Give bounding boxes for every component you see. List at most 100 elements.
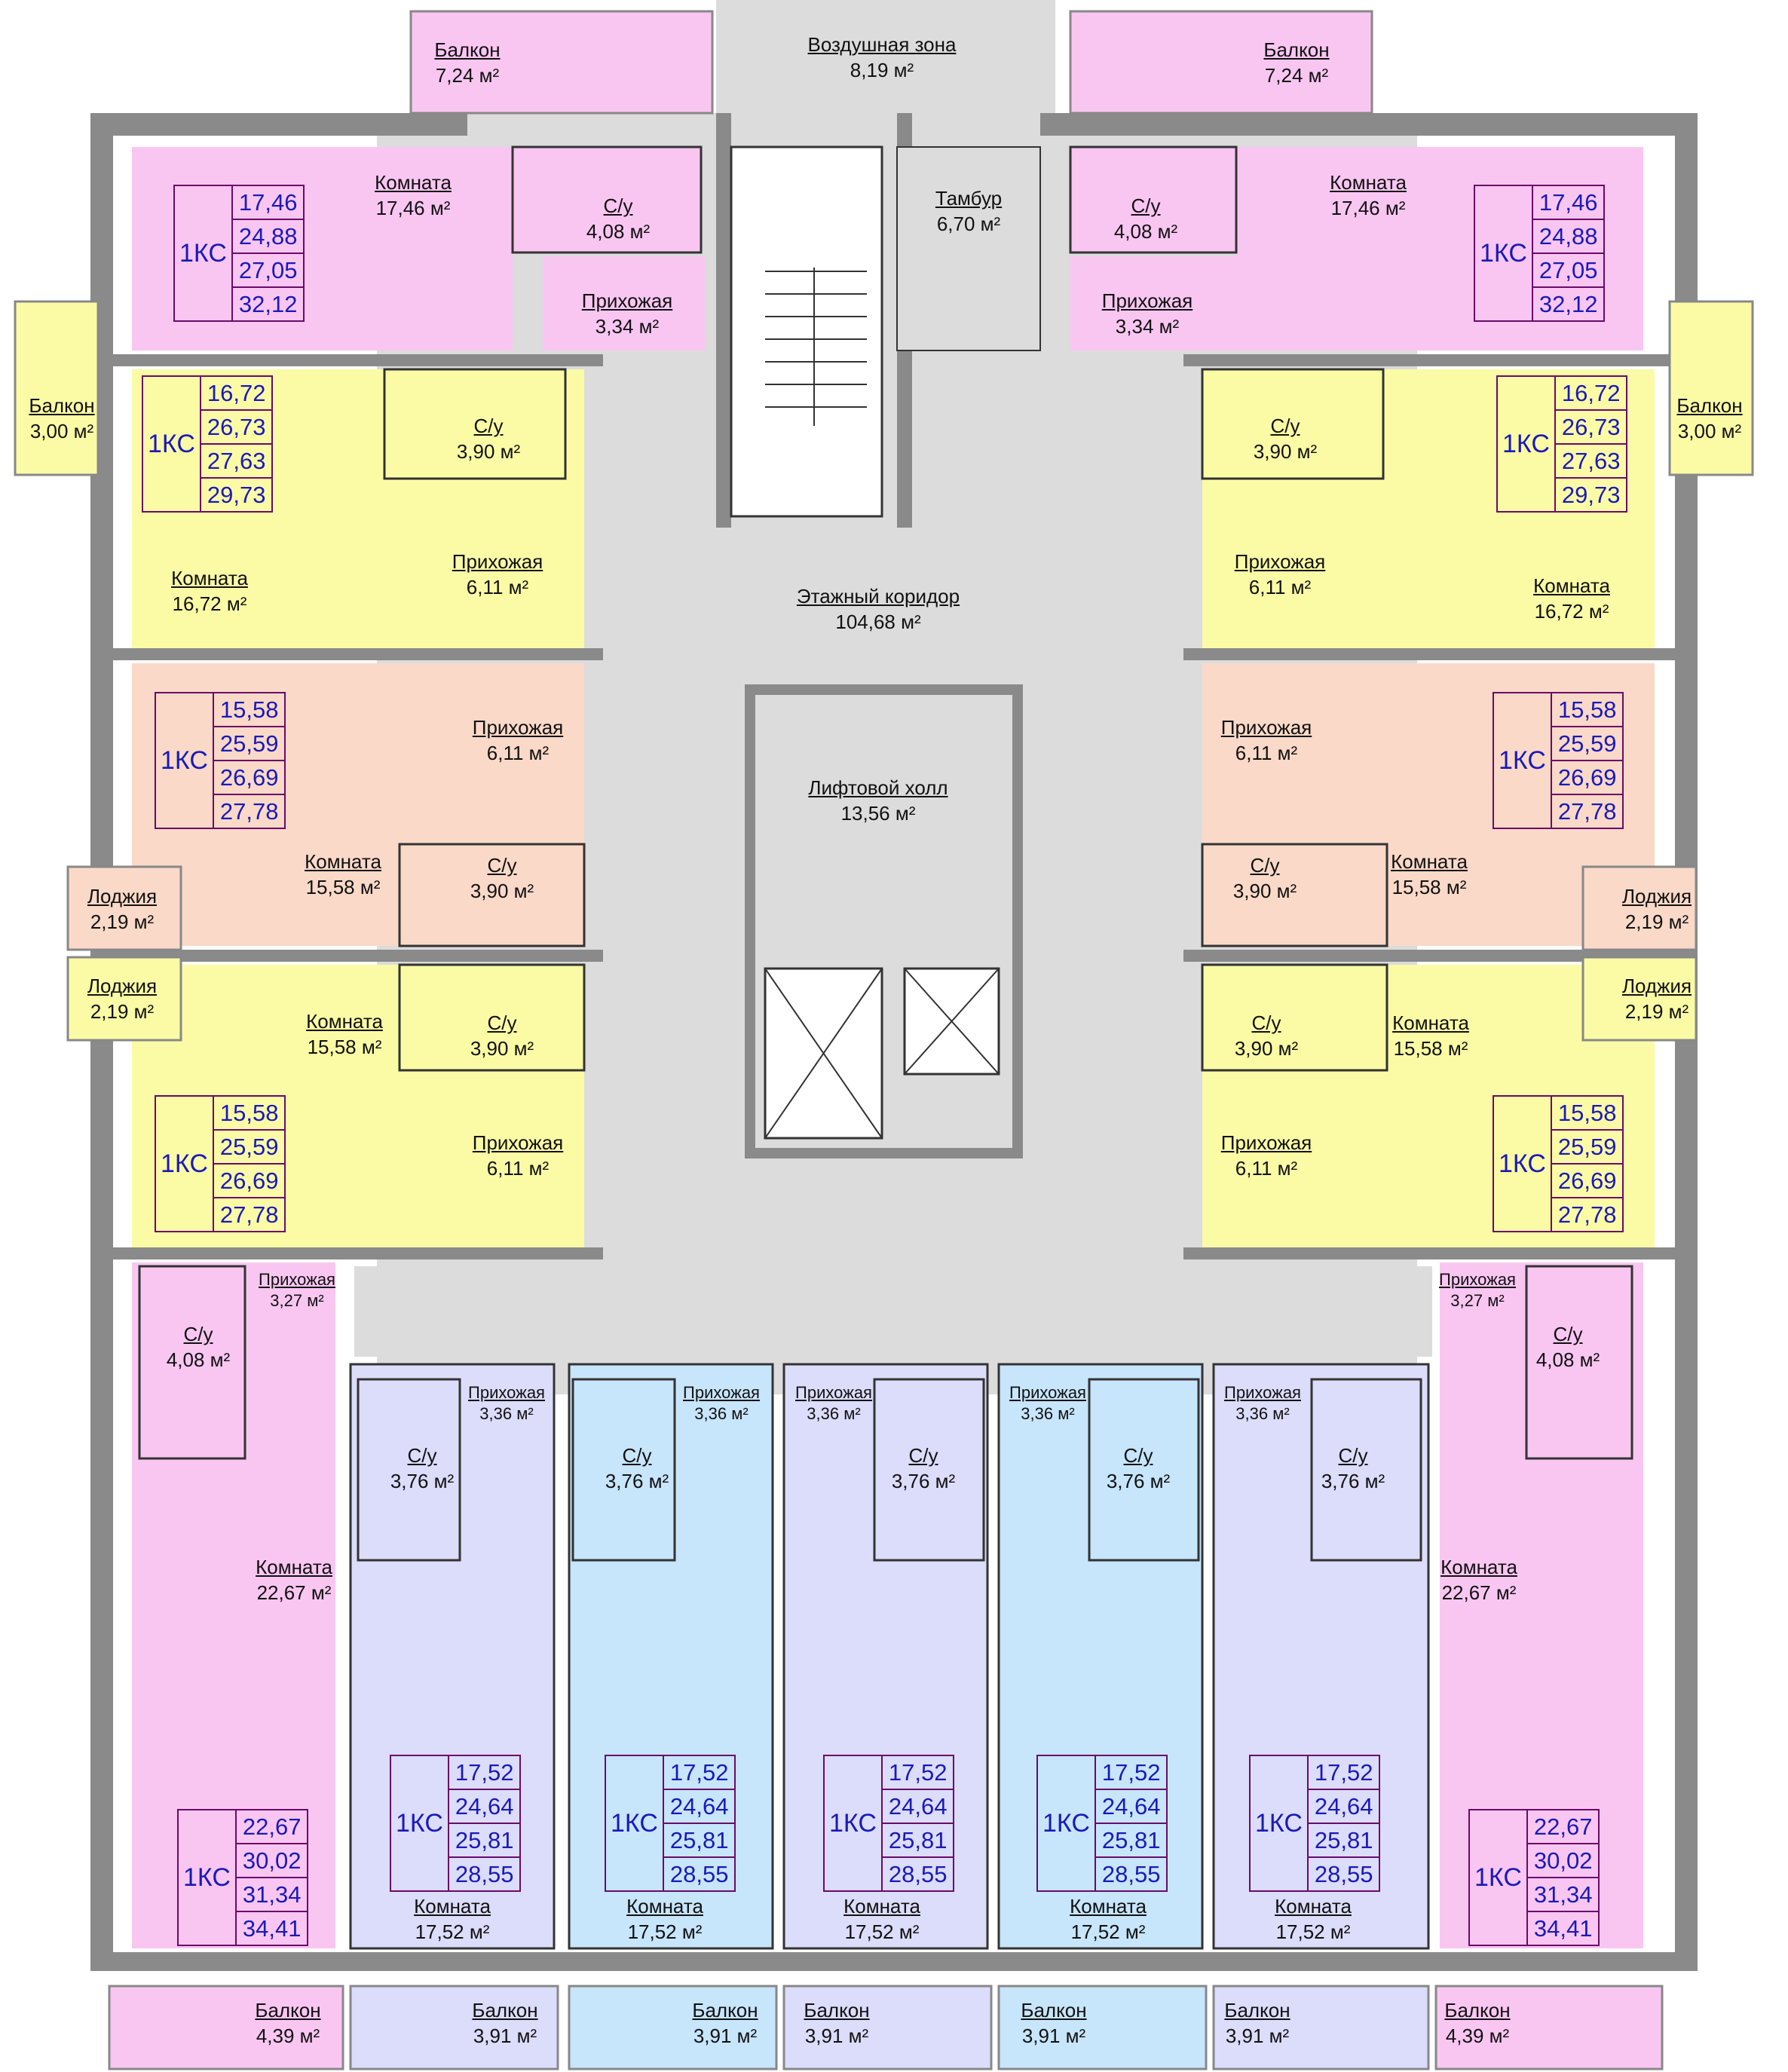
apt-br-bath: [1525, 1265, 1633, 1460]
room-label: С/у 3,90 м²: [457, 413, 520, 464]
air-zone-area: [716, 0, 1055, 121]
room-name: Комната: [1441, 1556, 1517, 1578]
room-name: Комната: [414, 1895, 491, 1917]
apartment-code: 1КС: [156, 1097, 214, 1231]
vestibule-name: Тамбур: [935, 187, 1003, 210]
room-name: Прихожая: [472, 1131, 564, 1154]
apartment-value: 17,52: [449, 1756, 520, 1790]
apartment-value: 31,34: [236, 1878, 308, 1912]
apartment-value: 27,63: [1555, 445, 1627, 479]
balcony-bottom-6: [1212, 1985, 1430, 2070]
room-name: С/у: [1250, 854, 1280, 877]
room-name: С/у: [473, 415, 504, 437]
room-name: Прихожая: [1009, 1383, 1086, 1402]
room-area: 3,36 м²: [807, 1404, 861, 1423]
room-area: 7,24 м²: [1264, 64, 1329, 87]
apt-b4: [997, 1363, 1204, 1950]
loggia-right-1: [1581, 865, 1698, 951]
room-area: 3,27 м²: [1450, 1291, 1505, 1310]
apartment-value: 17,46: [232, 186, 304, 220]
room-area: 17,52 м²: [844, 1921, 920, 1943]
balcony-bottom-1: [108, 1985, 344, 2070]
apartment-value: 24,88: [232, 220, 304, 254]
room-area: 3,90 м²: [470, 880, 534, 902]
room-name: С/у: [1553, 1323, 1583, 1345]
room-area: 3,36 м²: [694, 1404, 749, 1423]
room-area: 15,58 м²: [1392, 876, 1467, 898]
apartment-value: 29,73: [1561, 482, 1621, 508]
room-name: Комната: [1533, 574, 1610, 597]
room-area: 7,24 м²: [435, 64, 500, 87]
room-name: Комната: [375, 171, 452, 194]
room-area: 2,19 м²: [1624, 1000, 1689, 1023]
room-area: 17,52 м²: [627, 1921, 703, 1943]
room-area: 3,00 м²: [1677, 420, 1742, 442]
apartment-value: 27,05: [1532, 254, 1604, 288]
apartment-value: 15,58: [213, 1097, 285, 1131]
room-area: 3,36 м²: [1235, 1404, 1290, 1423]
room-label: Комната 22,67 м²: [256, 1554, 332, 1605]
room-area: 6,11 м²: [486, 742, 550, 764]
apartment-value: 30,02: [236, 1844, 308, 1878]
apt-r4-bath: [1201, 963, 1388, 1072]
apartment-value: 25,81: [663, 1824, 735, 1858]
loggia-left-2: [66, 956, 182, 1042]
apartment-value: 27,78: [1557, 1201, 1617, 1228]
room-area: 6,11 м²: [466, 576, 529, 598]
room-area: 22,67 м²: [256, 1581, 332, 1604]
room-area: 3,27 м²: [270, 1291, 324, 1310]
room-label: С/у 3,90 м²: [1233, 852, 1297, 904]
room-area: 3,76 м²: [605, 1470, 669, 1492]
apartment-value: 34,41: [242, 1915, 302, 1942]
apt-l2-bath: [383, 368, 567, 480]
room-area: 3,90 м²: [456, 440, 521, 463]
corridor-area: 104,68 м²: [835, 611, 921, 633]
room-name: Лоджия: [1621, 885, 1692, 907]
apartment-value: 16,72: [1555, 377, 1627, 411]
apartment-value: 25,81: [1095, 1824, 1167, 1858]
apartment-value: 32,12: [1538, 291, 1598, 317]
room-area: 3,34 м²: [1115, 315, 1180, 338]
room-name: С/у: [1123, 1444, 1153, 1467]
room-name: Комната: [626, 1895, 703, 1917]
room-area: 3,76 м²: [1106, 1470, 1171, 1492]
apt-bl-bath: [138, 1265, 246, 1460]
apartment-value: 32,12: [238, 291, 298, 317]
room-name: С/у: [407, 1444, 437, 1467]
room-name: С/у: [1338, 1444, 1368, 1467]
room-name: Комната: [256, 1556, 332, 1578]
room-name: С/у: [1270, 415, 1300, 437]
room-area: 3,90 м²: [1232, 880, 1297, 902]
room-area: 2,19 м²: [1624, 911, 1689, 933]
lift-2-cross-b: [904, 968, 1000, 1075]
apartment-value: 22,67: [236, 1810, 308, 1844]
balcony-bottom-4: [782, 1985, 993, 2070]
room-label: С/у 3,76 м²: [1107, 1443, 1170, 1494]
room-name: Балкон: [472, 1999, 538, 2022]
corridor-name: Этажный коридор: [796, 585, 960, 608]
balcony-bottom-2: [349, 1985, 559, 2070]
apartment-value: 27,63: [201, 445, 272, 479]
